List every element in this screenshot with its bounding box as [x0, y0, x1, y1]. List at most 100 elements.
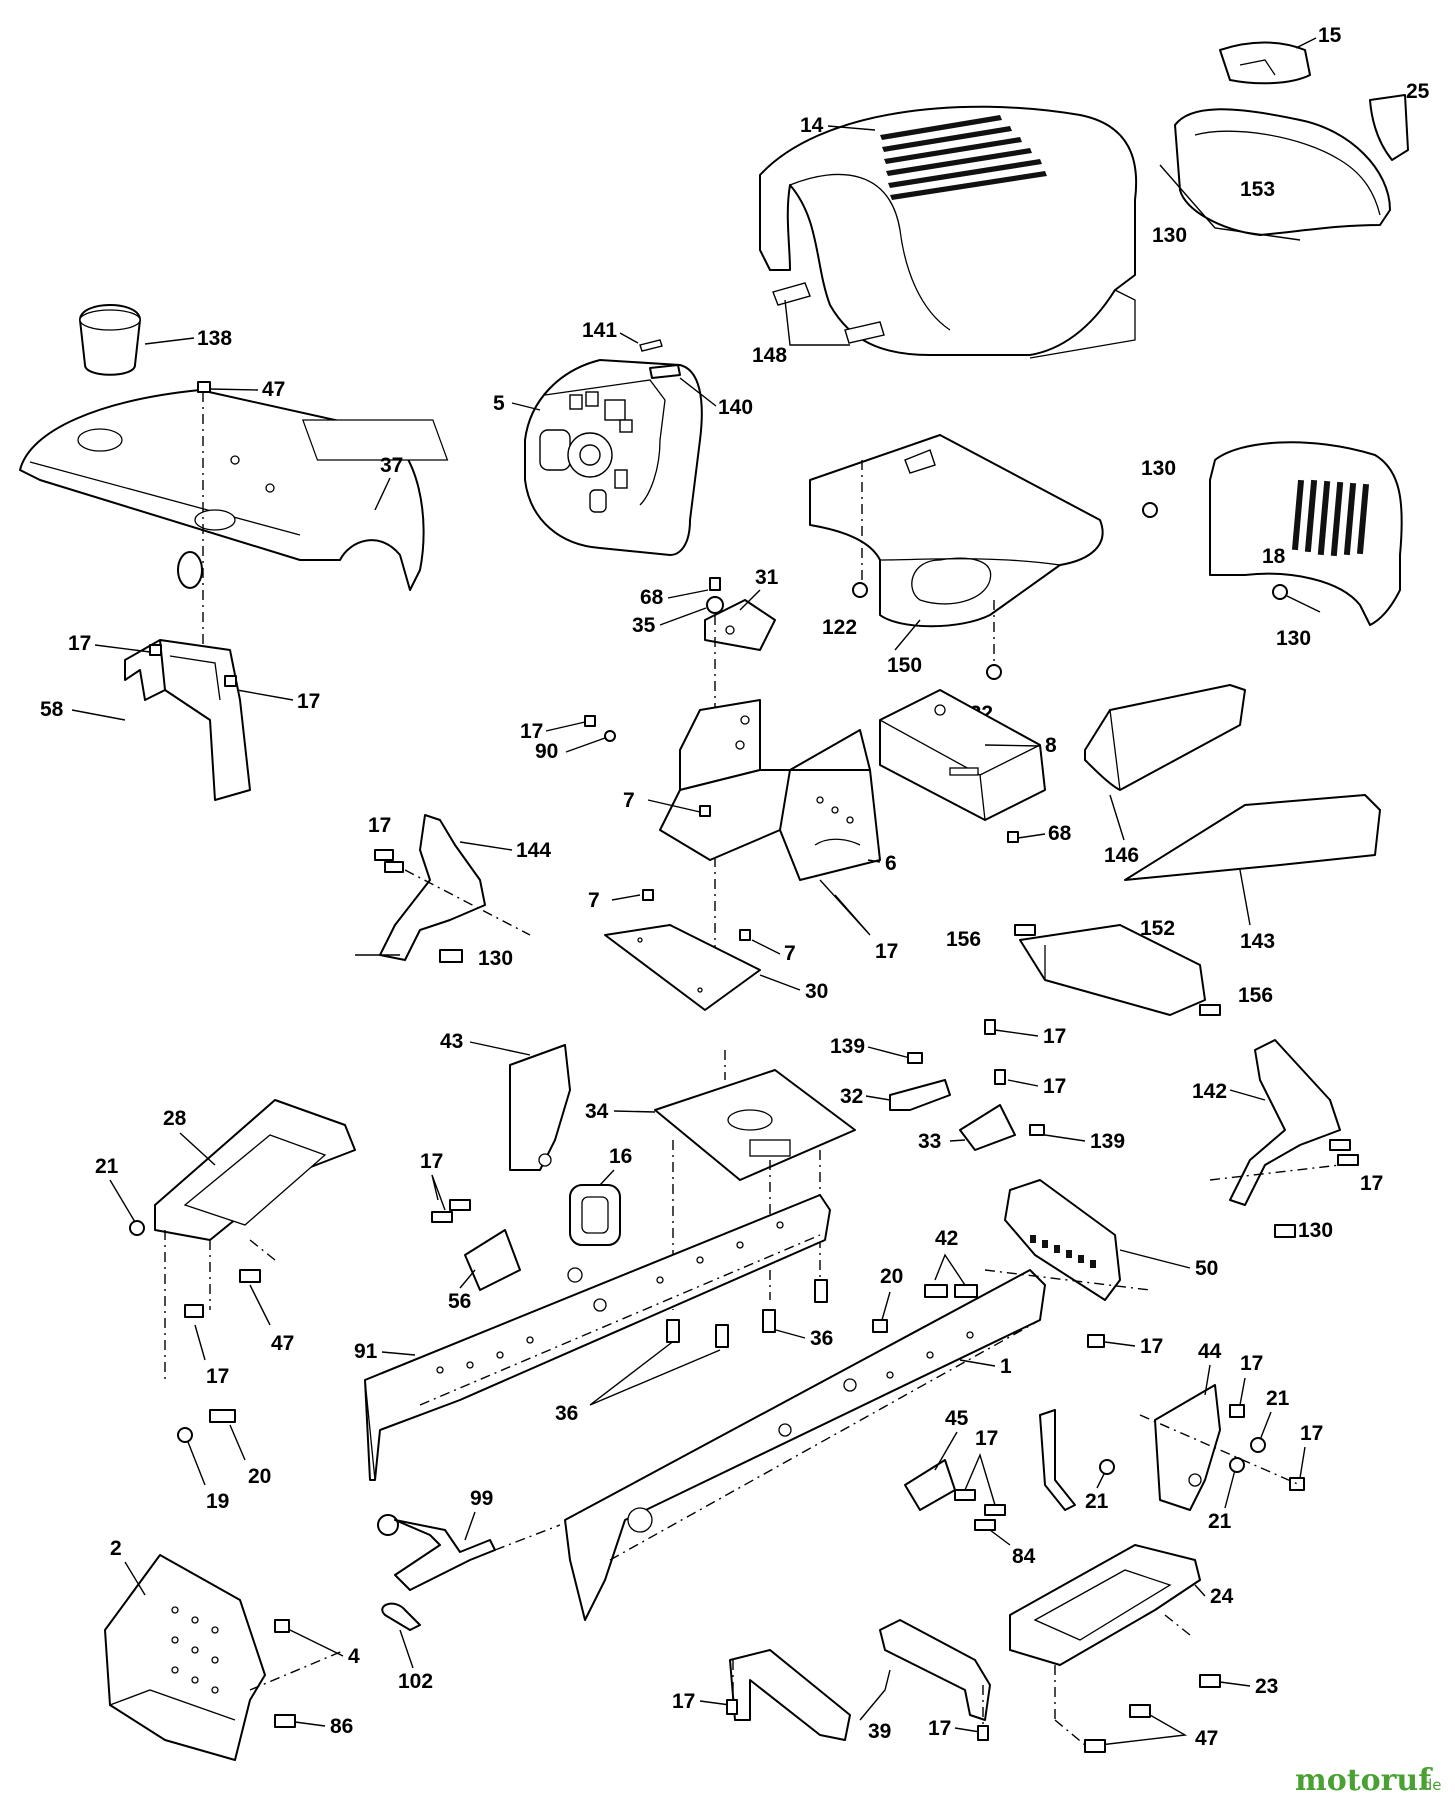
callout-58: 58: [40, 698, 126, 721]
shield-143: [1124, 794, 1381, 881]
bracket-part-142: [1229, 1039, 1341, 1206]
bracket-part-39-left: [729, 1649, 851, 1741]
callout-102: 102: [398, 1629, 433, 1693]
svg-text:30: 30: [805, 980, 828, 1003]
callout-156b: 156: [1199, 984, 1273, 1016]
washer-35: [706, 596, 724, 614]
bracket-part-44: [1154, 1384, 1221, 1511]
svg-text:144: 144: [516, 839, 551, 862]
svg-text:4: 4: [348, 1645, 360, 1668]
callout-17l: 17: [1229, 1352, 1263, 1418]
svg-text:140: 140: [718, 396, 753, 419]
bracket-part-45: [904, 1459, 956, 1511]
svg-text:122: 122: [822, 616, 857, 639]
callout-14: 14: [800, 114, 876, 137]
callout-17d: 17: [520, 715, 596, 743]
callout-17i: 17: [184, 1304, 229, 1388]
callout-130c: 130: [1272, 584, 1321, 650]
svg-text:47: 47: [1195, 1727, 1218, 1750]
svg-text:17: 17: [206, 1365, 229, 1388]
callout-5: 5: [493, 392, 541, 415]
callout-130b: 130: [1141, 457, 1176, 518]
callout-141: 141: [582, 319, 639, 344]
callout-8: 8: [984, 734, 1057, 757]
callout-30: 30: [759, 974, 828, 1003]
svg-text:20: 20: [248, 1465, 271, 1488]
callout-152: 152: [1140, 917, 1175, 940]
svg-text:17: 17: [1300, 1422, 1323, 1445]
svg-text:150: 150: [887, 654, 922, 677]
svg-text:1: 1: [1000, 1355, 1012, 1378]
svg-text:21: 21: [1208, 1510, 1232, 1533]
callout-17g: 17: [994, 1069, 1066, 1098]
callout-17o: 17: [672, 1690, 738, 1715]
svg-text:17: 17: [1043, 1025, 1066, 1048]
callout-17b: 17: [224, 675, 320, 713]
cowl-part: [809, 434, 1104, 628]
svg-text:17: 17: [1360, 1172, 1383, 1195]
callout-21d: 21: [1085, 1459, 1115, 1513]
svg-text:7: 7: [784, 942, 796, 965]
bracket-part-32: [889, 1079, 951, 1111]
callout-50: 50: [1119, 1249, 1218, 1280]
callout-1: 1: [959, 1355, 1012, 1378]
callout-23: 23: [1199, 1674, 1278, 1698]
svg-text:34: 34: [585, 1100, 609, 1123]
callout-143: 143: [1239, 869, 1275, 953]
svg-text:91: 91: [354, 1340, 378, 1363]
callout-44: 44: [1198, 1340, 1222, 1396]
svg-text:21: 21: [1085, 1490, 1109, 1513]
svg-text:17: 17: [1240, 1352, 1263, 1375]
callout-17j: 17: [420, 1150, 471, 1223]
bracket-part-144: [379, 814, 486, 961]
callout-68a: 68: [640, 586, 709, 609]
callout-17-lower: 17: [928, 1717, 989, 1741]
plate-part-2: [104, 1554, 266, 1761]
svg-text:130: 130: [1152, 224, 1187, 247]
callout-139a: 139: [830, 1035, 923, 1064]
callout-144: 144: [459, 839, 551, 862]
svg-text:17: 17: [520, 720, 543, 743]
svg-text:5: 5: [493, 392, 505, 415]
svg-text:21: 21: [1266, 1387, 1290, 1410]
svg-text:86: 86: [330, 1715, 353, 1738]
headlight-bracket-153: [1174, 108, 1391, 236]
svg-text:16: 16: [609, 1145, 632, 1168]
shield-152: [1019, 924, 1206, 1016]
lens-part-15: [1219, 41, 1311, 85]
svg-text:139: 139: [830, 1035, 865, 1058]
seat-bracket-31: [704, 599, 776, 651]
svg-text:.de: .de: [1418, 1776, 1442, 1794]
callout-31: 31: [739, 566, 779, 611]
callout-33: 33: [918, 1130, 966, 1153]
svg-text:90: 90: [535, 740, 558, 763]
dash-panel-part: [524, 359, 703, 556]
callout-16: 16: [599, 1145, 632, 1186]
callout-91: 91: [354, 1340, 416, 1363]
svg-text:156: 156: [946, 928, 981, 951]
callout-142: 142: [1192, 1080, 1266, 1103]
svg-text:7: 7: [588, 889, 600, 912]
svg-text:28: 28: [163, 1107, 187, 1130]
callout-35: 35: [632, 607, 707, 637]
callout-20b: 20: [872, 1265, 903, 1333]
callout-7b: 7: [588, 889, 654, 912]
svg-text:23: 23: [1255, 1675, 1278, 1698]
callout-156a: 156: [946, 924, 1036, 951]
svg-text:17: 17: [420, 1150, 443, 1173]
console-part-6: [659, 699, 881, 881]
svg-text:19: 19: [206, 1490, 229, 1513]
callout-2: 2: [110, 1537, 146, 1596]
svg-text:17: 17: [297, 690, 320, 713]
callout-56: 56: [448, 1269, 476, 1313]
svg-text:20: 20: [880, 1265, 903, 1288]
svg-text:8: 8: [1045, 734, 1057, 757]
svg-text:139: 139: [1090, 1130, 1125, 1153]
knob-part-140: [649, 364, 681, 379]
svg-text:142: 142: [1192, 1080, 1227, 1103]
callout-68b: 68: [1007, 822, 1072, 845]
svg-text:143: 143: [1240, 930, 1275, 953]
fender-bracket-58: [124, 639, 251, 801]
svg-text:102: 102: [398, 1670, 433, 1693]
svg-text:37: 37: [380, 454, 403, 477]
